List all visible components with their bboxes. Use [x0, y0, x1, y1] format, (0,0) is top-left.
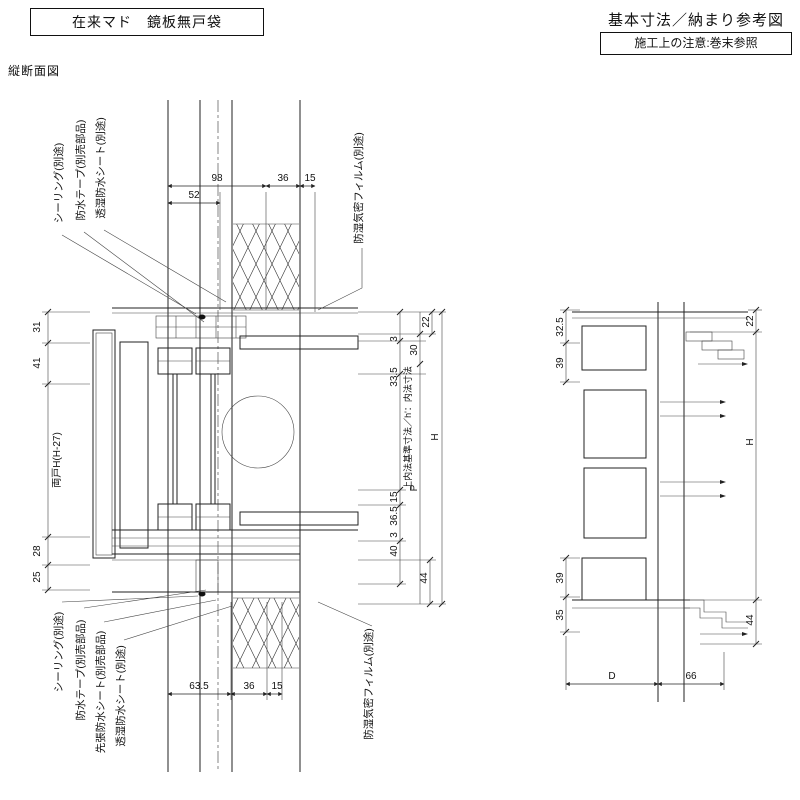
- left-section-drawing: 98 52 36 15 63.5 36 15: [32, 100, 446, 772]
- right-panel-linework: [583, 389, 726, 539]
- dim-98: 98: [211, 173, 223, 184]
- dim-15-right: 15: [389, 491, 400, 503]
- dim-P: P: [409, 484, 420, 491]
- dim-44: 44: [419, 572, 430, 584]
- left-callouts-bottom: シーリング(別途) 防水テープ(別売部品) 先張防水シート(別売部品) 透湿防水…: [52, 589, 375, 754]
- right-bottom-dimensions: D 66: [565, 636, 725, 690]
- dim-52: 52: [188, 190, 200, 201]
- callout-firstsheet-bottom: 先張防水シート(別売部品): [94, 631, 107, 754]
- reference-title: 基本寸法／納まり参考図: [607, 12, 784, 29]
- left-callouts-top: シーリング(別途) 防水テープ(別売部品) 透湿防水シート(別途) 防湿気密フィ…: [52, 117, 365, 323]
- dim-32-5: 32.5: [555, 317, 566, 337]
- dim-D: D: [608, 671, 615, 682]
- callout-tape-bottom: 防水テープ(別売部品): [74, 620, 87, 721]
- dim-3-upper: 3: [389, 336, 400, 342]
- dim-25: 25: [32, 571, 43, 583]
- right-left-dimensions: 32.5 39 39 35: [555, 306, 580, 636]
- dim-H: H: [430, 433, 441, 440]
- dim-40: 40: [389, 545, 400, 557]
- dim-15-bottom: 15: [271, 681, 283, 692]
- left-top-dimensions: 98 52 36 15: [167, 173, 316, 312]
- dim-28: 28: [32, 545, 43, 557]
- left-bottom-dimensions: 63.5 36 15: [167, 602, 283, 700]
- dim-30: 30: [409, 344, 420, 356]
- dim-44-right: 44: [745, 614, 756, 626]
- callout-sealing-bottom: シーリング(別途): [52, 612, 65, 693]
- right-right-dimensions: 22 H 44: [690, 306, 762, 648]
- section-view-label: 縦断面図: [8, 64, 61, 78]
- dim-ryodo-h: 両戸H(H-27): [51, 432, 63, 488]
- label-naiho: 上内法基準寸法／h'：内法寸法: [402, 366, 413, 490]
- left-left-dimensions: 31 41 両戸H(H-27) 28 25: [32, 308, 90, 594]
- left-head-linework: [112, 307, 359, 350]
- left-right-dimensions: 22 30 3 33.5 上内法基準寸法／h'：内法寸法 H P 15 36.5…: [358, 308, 446, 608]
- dim-39-top: 39: [555, 357, 566, 369]
- dim-31: 31: [32, 321, 43, 333]
- drawing-title-box: 在来マド 鏡板無戸袋: [30, 8, 264, 36]
- callout-film-bottom: 防湿気密フィルム(別途): [362, 628, 375, 740]
- dim-15-top: 15: [304, 173, 316, 184]
- dim-63-5: 63.5: [189, 681, 209, 692]
- right-wall-linework: [657, 302, 685, 702]
- construction-note-box: 施工上の注意:巻末参照: [600, 32, 792, 55]
- dim-H-right: H: [745, 438, 756, 445]
- dim-3-lower: 3: [389, 532, 400, 538]
- dim-36-5: 36.5: [389, 506, 400, 526]
- dim-22-right: 22: [745, 315, 756, 327]
- left-shutter-linework: [92, 329, 149, 559]
- dim-33-5: 33.5: [389, 367, 400, 387]
- right-head-linework: [572, 311, 748, 371]
- left-sash-linework: [157, 347, 295, 531]
- callout-sheet-top: 透湿防水シート(別途): [94, 117, 107, 219]
- dim-41: 41: [32, 357, 43, 369]
- dim-36-bottom: 36: [243, 681, 255, 692]
- right-section-drawing: 32.5 39 39 35 22 H 44 D: [555, 302, 762, 702]
- callout-sealing-top: シーリング(別途): [52, 143, 65, 224]
- right-sill-linework: [572, 557, 748, 636]
- callout-sheet-bottom: 透湿防水シート(別途): [114, 645, 127, 747]
- dim-35: 35: [555, 609, 566, 621]
- dim-36-top: 36: [277, 173, 289, 184]
- dim-39-bottom: 39: [555, 572, 566, 584]
- callout-tape-top: 防水テープ(別売部品): [74, 120, 87, 221]
- dim-22: 22: [421, 316, 432, 328]
- callout-film-top: 防湿気密フィルム(別途): [352, 132, 365, 244]
- dim-66: 66: [685, 671, 697, 682]
- left-sill-linework: [112, 511, 359, 597]
